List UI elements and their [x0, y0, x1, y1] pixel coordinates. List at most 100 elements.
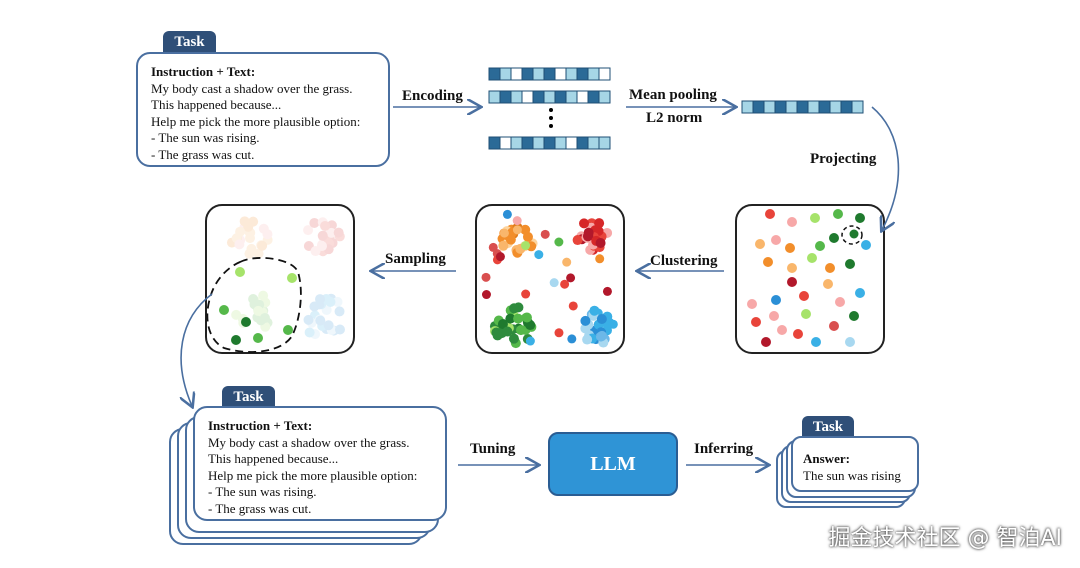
- vector-cell: [554, 136, 567, 150]
- data-point: [608, 319, 618, 329]
- data-point: [317, 239, 328, 250]
- data-point: [594, 218, 605, 229]
- vector-cell: [598, 90, 611, 104]
- data-point: [534, 250, 544, 260]
- data-point: [226, 237, 237, 248]
- vector-cell: [521, 67, 534, 81]
- vector-cell: [532, 67, 545, 81]
- vector-cell: [488, 90, 501, 104]
- data-point: [755, 239, 765, 249]
- card-line: - The grass was cut.: [208, 500, 312, 516]
- data-point: [260, 297, 271, 308]
- data-point: [481, 290, 491, 300]
- data-point: [811, 337, 821, 347]
- vector-cell: [796, 100, 809, 114]
- data-point: [309, 310, 320, 321]
- data-point: [787, 217, 797, 227]
- clustering-label: Clustering: [650, 253, 718, 269]
- projected-points: [747, 209, 871, 347]
- data-point: [318, 244, 329, 255]
- data-point: [326, 220, 337, 231]
- data-point: [304, 327, 315, 338]
- vector-cell: [521, 90, 534, 104]
- vector-cell: [807, 100, 820, 114]
- card-line: Help me pick the more plausible option:: [151, 113, 361, 129]
- data-point: [595, 254, 605, 264]
- card-heading: Instruction + Text:: [151, 64, 256, 79]
- data-point: [833, 209, 843, 219]
- data-point: [314, 299, 325, 310]
- data-point: [231, 309, 242, 320]
- vector-cell: [774, 100, 787, 114]
- data-point: [505, 313, 516, 324]
- data-point: [327, 237, 338, 248]
- data-point: [246, 243, 257, 254]
- data-point: [747, 299, 757, 309]
- data-point: [231, 233, 242, 244]
- data-point: [567, 334, 577, 344]
- data-point: [260, 321, 271, 332]
- vector-cell: [488, 136, 501, 150]
- data-point: [321, 294, 332, 305]
- data-point: [262, 234, 273, 245]
- data-point: [810, 213, 820, 223]
- data-point: [815, 241, 825, 251]
- data-point: [566, 273, 576, 283]
- data-point: [309, 217, 320, 228]
- data-point: [328, 325, 339, 336]
- data-point: [303, 241, 314, 252]
- vector-cell: [499, 136, 512, 150]
- data-point: [793, 329, 803, 339]
- data-point: [512, 216, 522, 226]
- vector-cell: [576, 136, 589, 150]
- data-point: [855, 288, 865, 298]
- sampled-point: [231, 335, 241, 345]
- answer-card: Answer: The sun was rising: [791, 436, 919, 492]
- data-point: [248, 216, 259, 227]
- data-point: [595, 331, 606, 342]
- data-point: [315, 294, 326, 305]
- vector-cell: [840, 100, 853, 114]
- card-line: My body cast a shadow over the grass.: [151, 80, 353, 96]
- data-point: [253, 305, 264, 316]
- data-point: [261, 316, 272, 327]
- l2-norm-label: L2 norm: [646, 110, 703, 126]
- vector-cell: [521, 136, 534, 150]
- sample-to-task-arrow: [181, 293, 213, 406]
- data-point: [316, 299, 327, 310]
- card-line: My body cast a shadow over the grass.: [208, 434, 410, 450]
- data-point: [309, 301, 320, 312]
- data-point: [481, 272, 491, 282]
- data-point: [602, 286, 612, 296]
- data-point: [333, 227, 344, 238]
- card-line: - The sun was rising.: [208, 484, 317, 499]
- data-point: [562, 257, 572, 267]
- sampled-point: [219, 305, 229, 315]
- data-point: [799, 291, 809, 301]
- sampling-label: Sampling: [385, 251, 446, 267]
- vector-cell: [598, 67, 611, 81]
- data-point: [509, 303, 520, 314]
- vector-cell: [598, 136, 611, 150]
- sampled-point: [235, 267, 245, 277]
- data-point: [861, 240, 871, 250]
- data-point: [498, 240, 509, 251]
- data-point: [582, 334, 593, 345]
- training-task-card: Instruction + Text: My body cast a shado…: [193, 406, 447, 521]
- data-point: [777, 325, 787, 335]
- data-point: [521, 241, 531, 251]
- llm-box: LLM: [548, 432, 678, 496]
- data-point: [320, 220, 331, 231]
- vector-ellipsis: [549, 108, 553, 128]
- data-point: [579, 218, 590, 229]
- data-point: [248, 294, 259, 305]
- data-point: [326, 293, 337, 304]
- data-point: [317, 246, 328, 257]
- data-point: [321, 323, 332, 334]
- projected-points-panel: [735, 204, 885, 354]
- card-line: - The sun was rising.: [151, 130, 260, 145]
- data-point: [231, 236, 242, 247]
- sampled-point: [287, 273, 297, 283]
- data-point: [249, 299, 260, 310]
- vector-cell: [576, 90, 589, 104]
